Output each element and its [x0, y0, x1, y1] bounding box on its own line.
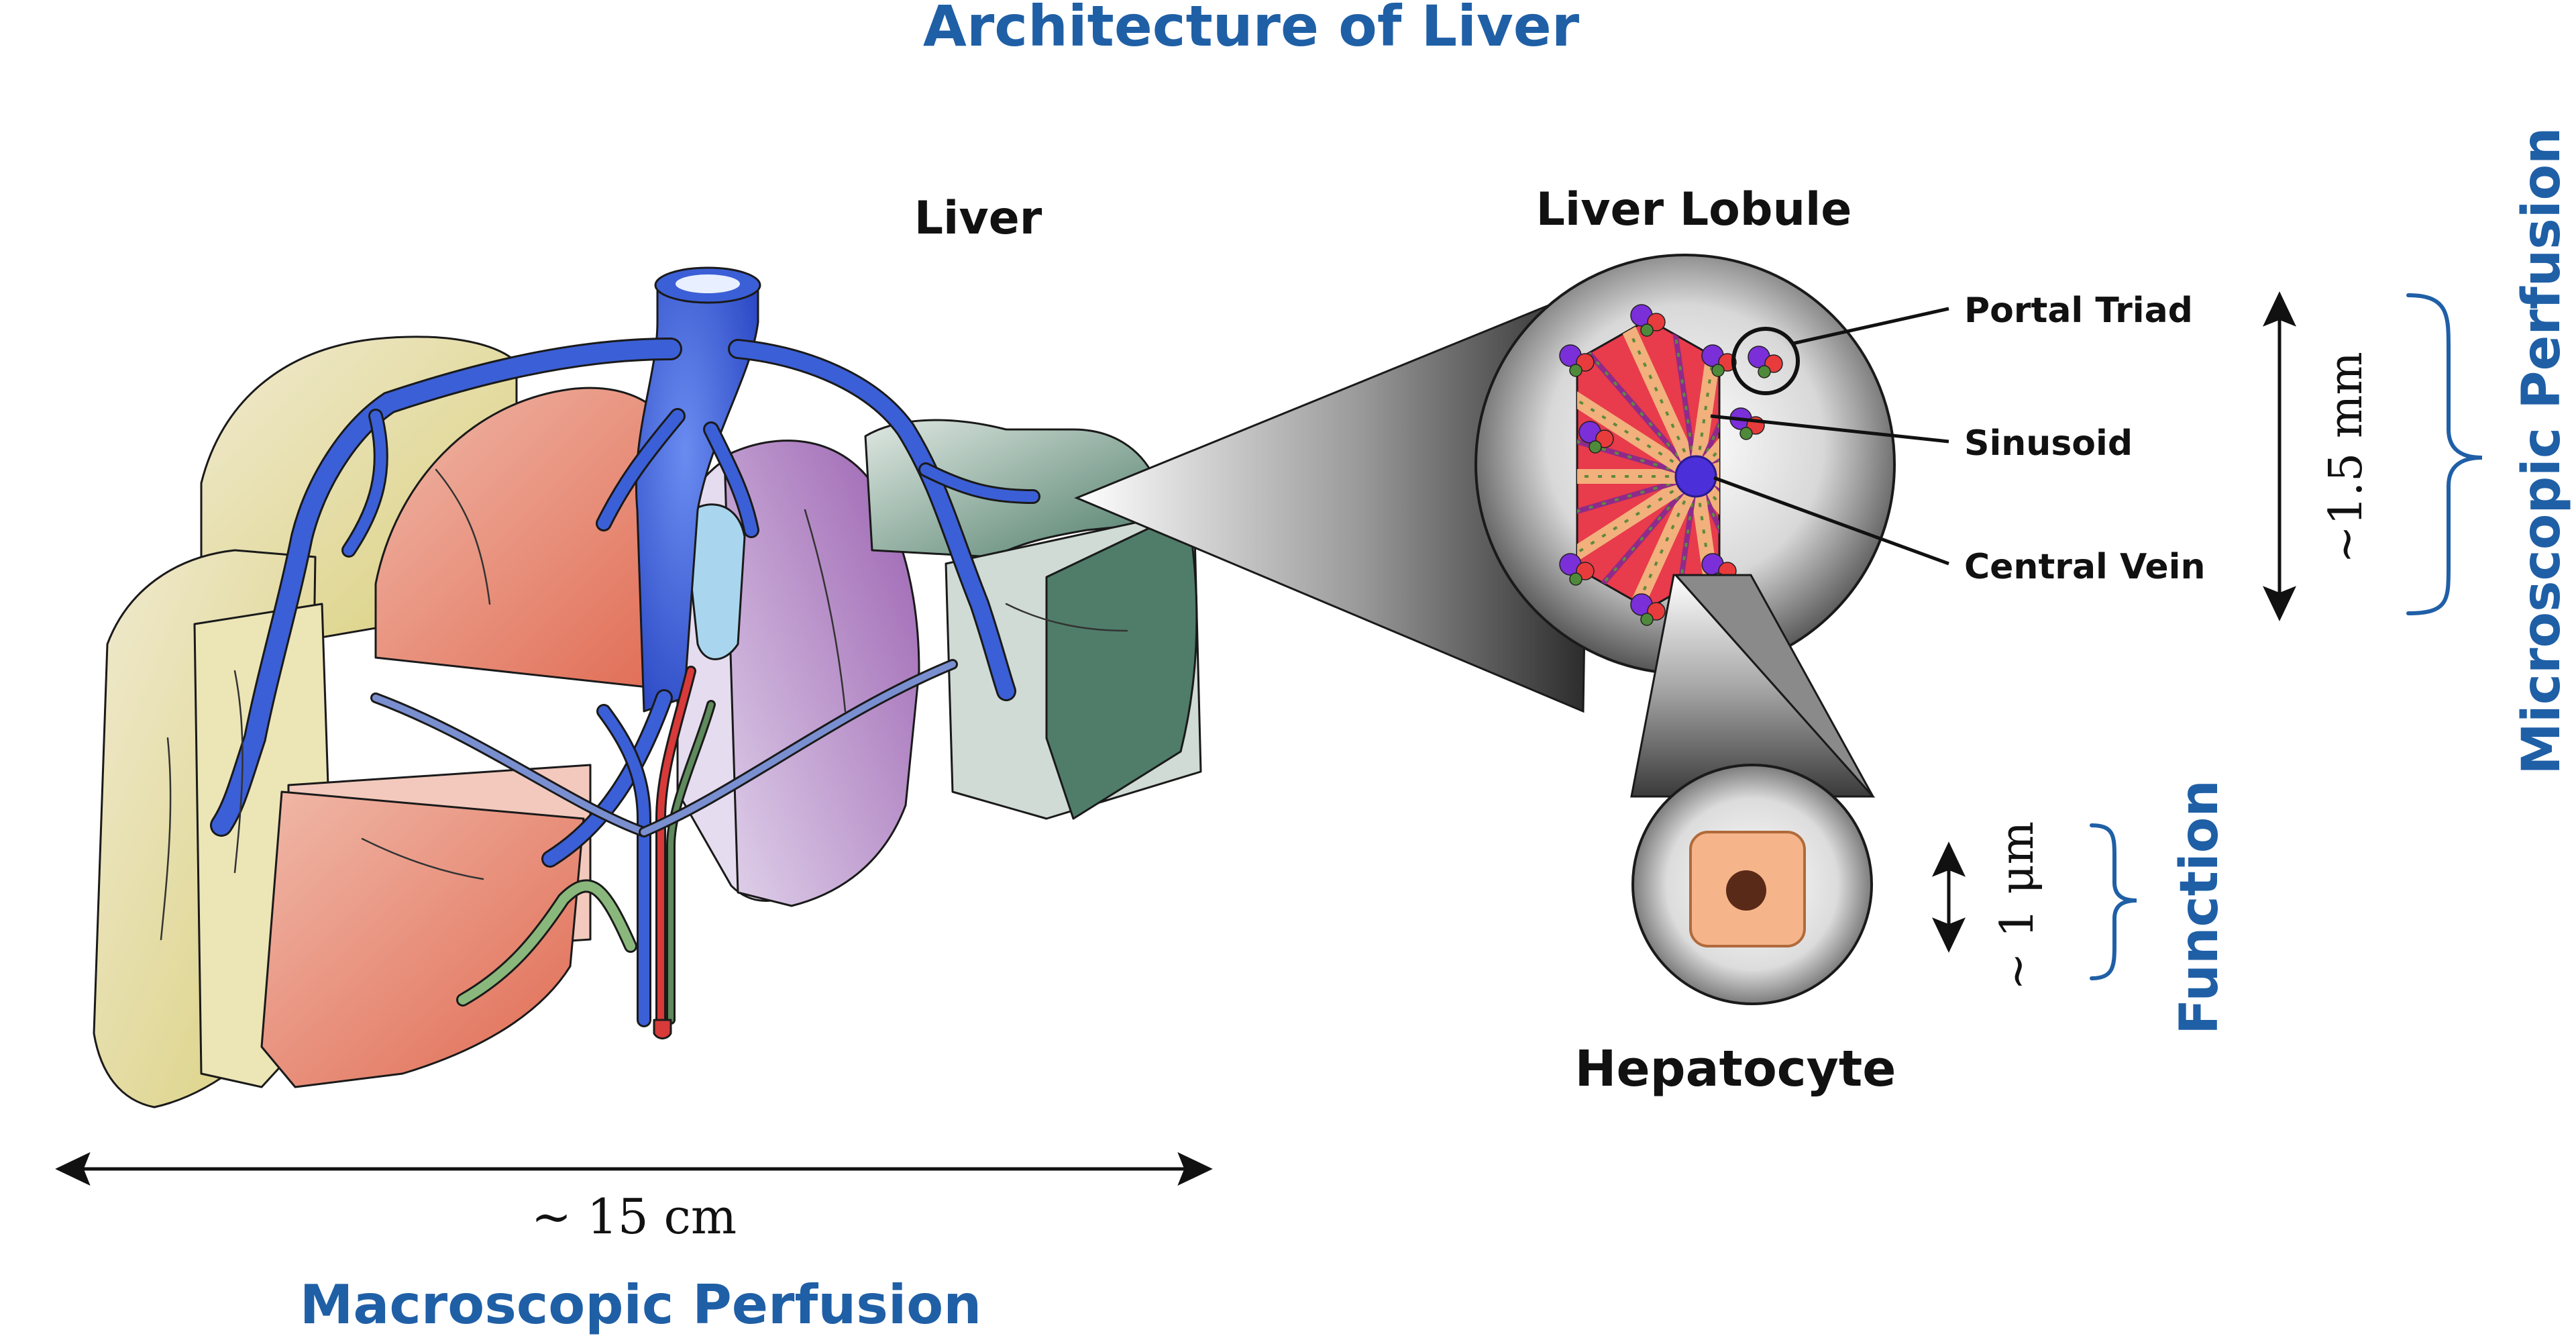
liver-scale-label: ∼ 15 cm [531, 1188, 737, 1245]
central-vein-pointer [1713, 476, 1949, 566]
sinusoid-hepatocyte-dots [1605, 319, 1697, 477]
liver-lobe-red-lower [260, 790, 585, 1088]
macroscopic-perfusion-label: Macroscopic Perfusion [300, 1274, 981, 1336]
portal-vessels [370, 659, 958, 1027]
lobule-scale-label: ∼1.5 mm [2320, 352, 2373, 564]
liver-lobule-label: Liver Lobule [1536, 183, 1852, 236]
sinusoid-hepatocyte-dots [1577, 475, 1697, 594]
function-label: Function [2169, 780, 2230, 1035]
zoom-cone-lobule-to-hepatocyte-right [1673, 574, 1874, 797]
sinusoid-hepatocyte-dots [1577, 475, 1697, 539]
sinusoid-pointer [1710, 414, 1949, 444]
portal-triad-highlight [1731, 327, 1800, 395]
portal-triad-vessel [1589, 440, 1602, 454]
portal-triad-label: Portal Triad [1964, 291, 2193, 331]
portal-triad-vessel [1640, 323, 1654, 337]
hepatocyte-scale-label: ∼ 1 μm [1991, 821, 2044, 990]
microscopic-perfusion-label: Microscopic Perfusion [2512, 127, 2572, 774]
central-vein-mark [1674, 455, 1717, 498]
portal-triads [1559, 304, 1783, 626]
liver-scale-arrow [55, 1151, 1213, 1186]
function-brace [2090, 823, 2137, 980]
portal-triad-vessel [1739, 427, 1753, 440]
gall-bladder [683, 503, 746, 660]
sinusoid-ray [1693, 475, 1719, 609]
sinusoid-hepatocyte-dots [1577, 359, 1697, 478]
portal-vein-end [653, 1019, 672, 1039]
sinusoid-hepatocyte-dots [1577, 319, 1697, 478]
sinusoid-label: Sinusoid [1964, 423, 2133, 464]
hepatic-veins [210, 338, 1040, 868]
sinusoid-ray [1693, 319, 1719, 478]
portal-triad-vessel [1640, 613, 1654, 626]
lobule-scale-arrow [2262, 291, 2297, 621]
central-vein-label: Central Vein [1964, 547, 2205, 587]
sinusoid-hepatocyte-dots [1695, 319, 1719, 477]
hepatocyte-scale-arrow [1931, 841, 1966, 953]
sinusoid-ray [1690, 319, 1719, 482]
portal-triad-vessel [1758, 365, 1771, 378]
portal-triad-vessel [1569, 572, 1582, 586]
portal-triad-vessel [1711, 364, 1725, 377]
portal-triad-pointer [1792, 307, 1949, 346]
liver-label: Liver [914, 192, 1042, 245]
liver-illustration [93, 266, 1202, 1109]
vena-cava-lumen [676, 274, 740, 293]
vena-cava-trunk [635, 280, 759, 713]
microscopic-brace [2406, 293, 2483, 615]
liver-lobe-purple [723, 440, 920, 907]
diagram-title: Architecture of Liver [923, 0, 1580, 59]
portal-triad-vessel [1569, 364, 1582, 377]
liver-texture [160, 468, 1128, 941]
sinusoid-hepatocyte-dots [1605, 476, 1697, 609]
sinusoid-hepatocyte-dots [1664, 319, 1697, 477]
hepatocyte-nucleus [1726, 870, 1766, 911]
hepatocyte-label: Hepatocyte [1575, 1040, 1896, 1098]
sinusoid-ray [1690, 471, 1719, 609]
bile-duct-inner [458, 881, 635, 1005]
sinusoid-hepatocyte-dots [1577, 475, 1697, 609]
